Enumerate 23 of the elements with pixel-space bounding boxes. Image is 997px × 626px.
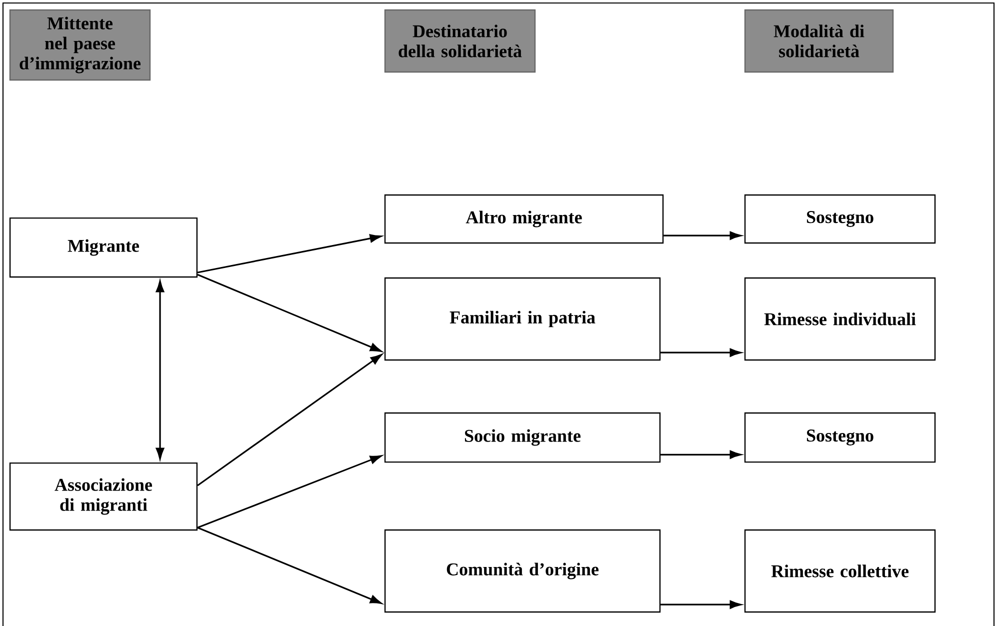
process-box: Rimesse individuali — [744, 277, 936, 361]
arrow — [664, 231, 742, 240]
process-box: Familiari in patria — [384, 277, 661, 361]
arrow — [197, 274, 382, 352]
header-box: Destinatario della solidarietà — [384, 9, 536, 73]
arrow — [197, 234, 382, 274]
process-box: Sostegno — [744, 194, 936, 244]
process-box: Sostegno — [744, 412, 936, 463]
arrow — [660, 450, 742, 459]
arrow — [197, 526, 382, 604]
arrow — [197, 455, 382, 528]
process-box: Comunità d’origine — [384, 529, 661, 613]
process-box: Socio migrante — [384, 412, 661, 463]
process-box: Rimesse collettive — [744, 529, 936, 613]
process-box: Migrante — [9, 217, 198, 278]
header-box: Modalità di solidarietà — [744, 9, 894, 73]
arrow — [156, 280, 164, 460]
process-box: Altro migrante — [384, 194, 664, 244]
arrow — [660, 348, 742, 357]
arrow — [197, 354, 382, 486]
process-box: Associazione di migranti — [9, 462, 198, 531]
header-box: Mittente nel paese d’immigrazione — [9, 9, 151, 81]
arrow — [660, 600, 742, 609]
